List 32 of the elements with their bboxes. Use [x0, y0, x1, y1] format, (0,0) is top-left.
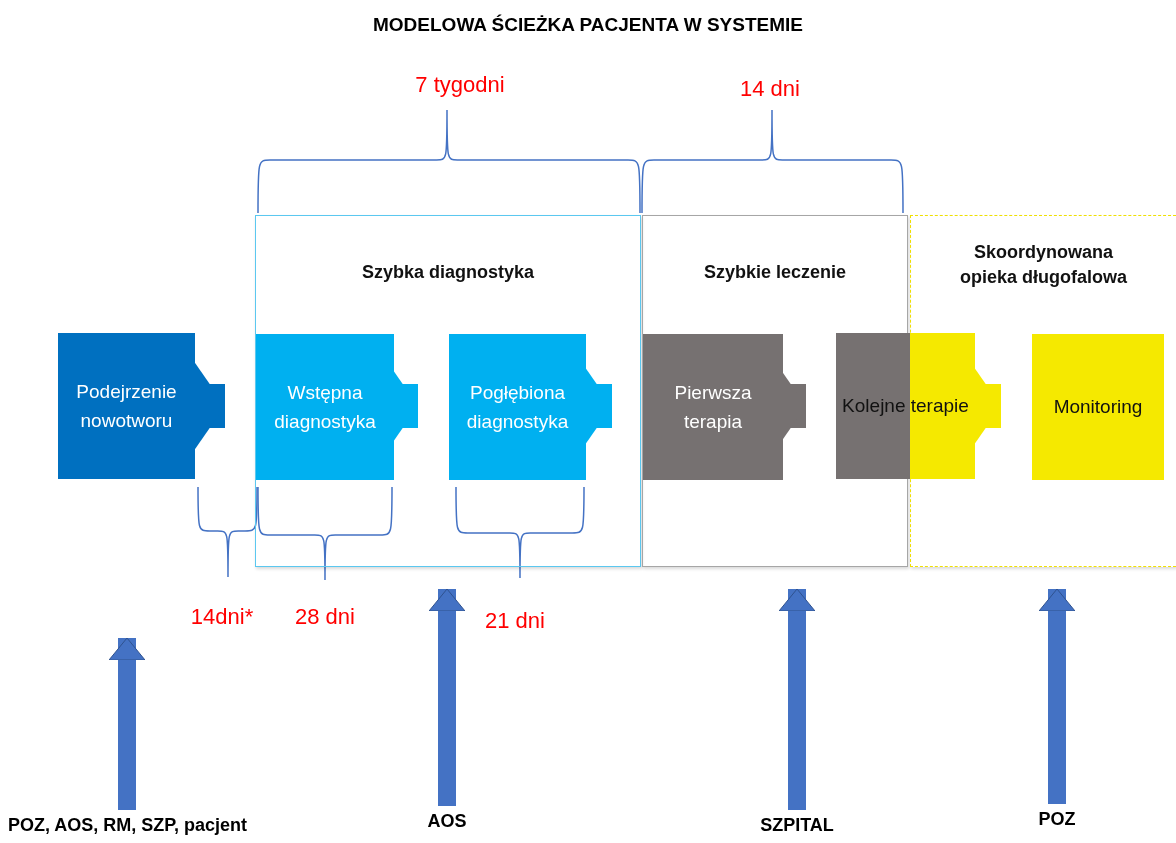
- panel-heading: Szybka diagnostyka: [360, 261, 536, 284]
- process-box: [1032, 334, 1164, 480]
- duration-label: 7 tygodni: [414, 72, 506, 98]
- process-box: [256, 334, 394, 480]
- provider-label: POZ, AOS, RM, SZP, pacjent: [7, 815, 247, 836]
- phase-panel: [255, 215, 641, 567]
- provider-label: POZ: [1038, 809, 1076, 830]
- up-arrow: [1038, 588, 1076, 804]
- process-box: [643, 334, 783, 480]
- step-label: Monitoring: [1052, 395, 1144, 420]
- step-label: Podejrzenie nowotworu: [75, 379, 178, 433]
- process-box: [58, 333, 195, 479]
- up-arrow: [778, 588, 816, 810]
- duration-label: 28 dni: [294, 604, 356, 630]
- step-label: Pierwsza terapia: [673, 380, 753, 434]
- phase-panel: [642, 215, 908, 567]
- process-box: [449, 334, 586, 480]
- process-box: [836, 333, 975, 479]
- phase-panel: [910, 215, 1176, 567]
- up-arrow: [108, 637, 146, 810]
- panel-heading: Skoordynowana opieka długofalowa: [959, 241, 1128, 290]
- up-arrow: [428, 588, 466, 806]
- step-label: Wstępna diagnostyka: [273, 380, 377, 434]
- provider-label: SZPITAL: [760, 815, 834, 836]
- panel-heading: Szybkie leczenie: [702, 261, 848, 284]
- diagram-title: MODELOWA ŚCIEŻKA PACJENTA W SYSTEMIE: [372, 14, 804, 36]
- duration-label: 14 dni: [739, 76, 801, 102]
- duration-label: 21 dni: [484, 608, 546, 634]
- provider-label: AOS: [427, 811, 467, 832]
- step-label: Pogłębiona diagnostyka: [465, 380, 570, 434]
- step-label: Kolejne terapie: [841, 394, 970, 419]
- duration-label: 14dni*: [189, 604, 255, 630]
